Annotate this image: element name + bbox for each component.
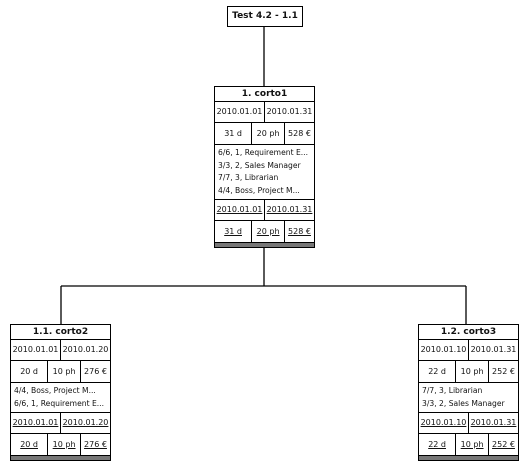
planned-cost: 252 € (488, 361, 518, 382)
planned-duration: 31 d (224, 129, 242, 138)
actual-start: 2010.01.01 (12, 418, 59, 427)
task-node-corto2[interactable]: 1.1. corto2 2010.01.01 2010.01.20 20 d 1… (10, 324, 111, 461)
actual-dates-row: 2010.01.10 2010.01.31 (419, 413, 518, 434)
planned-duration: 22 d (428, 367, 446, 376)
actual-start-cell: 2010.01.01 (11, 413, 60, 433)
node-footer-bar (419, 456, 518, 460)
resource-list: 6/6, 1, Requirement E... 3/3, 2, Sales M… (215, 145, 314, 200)
planned-dates-row: 2010.01.10 2010.01.31 (419, 340, 518, 361)
actual-start-cell: 2010.01.10 (419, 413, 468, 433)
actual-stats-row: 20 d 10 ph 276 € (11, 434, 110, 456)
root-title: Test 4.2 - 1.1 (232, 11, 298, 21)
planned-stats-row: 20 d 10 ph 276 € (11, 361, 110, 383)
resource-item: 7/7, 3, Librarian (218, 173, 279, 182)
actual-cost: 252 € (492, 440, 515, 449)
planned-cost: 276 € (80, 361, 110, 382)
actual-duration: 22 d (428, 440, 446, 449)
actual-dates-row: 2010.01.01 2010.01.20 (11, 413, 110, 434)
actual-duration-cell: 20 d (11, 434, 47, 455)
actual-work-cell: 10 ph (47, 434, 80, 455)
planned-work: 10 ph (47, 361, 80, 382)
task-title: 1.2. corto3 (419, 325, 518, 340)
actual-work: 10 ph (52, 440, 76, 449)
planned-end: 2010.01.31 (264, 102, 314, 122)
actual-end-cell: 2010.01.20 (60, 413, 110, 433)
actual-cost-cell: 276 € (80, 434, 110, 455)
actual-cost-cell: 528 € (284, 221, 314, 242)
resource-item: 7/7, 3, Librarian (422, 386, 483, 395)
resource-list: 4/4, Boss, Project M... 6/6, 1, Requirem… (11, 383, 110, 413)
planned-stats-row: 22 d 10 ph 252 € (419, 361, 518, 383)
actual-dates-row: 2010.01.01 2010.01.31 (215, 200, 314, 221)
resource-item: 4/4, Boss, Project M... (14, 386, 96, 395)
actual-work-cell: 10 ph (455, 434, 488, 455)
planned-work: 10 ph (455, 361, 488, 382)
task-node-corto3[interactable]: 1.2. corto3 2010.01.10 2010.01.31 22 d 1… (418, 324, 519, 461)
actual-duration: 20 d (20, 440, 38, 449)
resource-list: 7/7, 3, Librarian 3/3, 2, Sales Manager (419, 383, 518, 413)
actual-end: 2010.01.20 (62, 418, 109, 427)
actual-start: 2010.01.10 (420, 418, 467, 427)
node-footer-bar (215, 243, 314, 247)
planned-stats-row: 31 d 20 ph 528 € (215, 123, 314, 145)
actual-duration: 31 d (224, 227, 242, 236)
actual-end: 2010.01.31 (470, 418, 517, 427)
planned-work: 20 ph (251, 123, 284, 144)
actual-cost: 528 € (288, 227, 311, 236)
planned-dates-row: 2010.01.01 2010.01.31 (215, 102, 314, 123)
actual-start-cell: 2010.01.01 (215, 200, 264, 220)
actual-duration-cell: 31 d (215, 221, 251, 242)
actual-stats-row: 22 d 10 ph 252 € (419, 434, 518, 456)
resource-item: 3/3, 2, Sales Manager (422, 398, 505, 408)
resource-item: 6/6, 1, Requirement E... (14, 398, 104, 408)
planned-start: 2010.01.01 (12, 345, 59, 354)
actual-end-cell: 2010.01.31 (264, 200, 314, 220)
planned-end: 2010.01.31 (468, 340, 518, 360)
task-title: 1.1. corto2 (11, 325, 110, 340)
planned-duration: 20 d (20, 367, 38, 376)
actual-work: 10 ph (460, 440, 484, 449)
actual-work: 20 ph (256, 227, 280, 236)
resource-item: 6/6, 1, Requirement E... (218, 148, 308, 157)
actual-cost: 276 € (84, 440, 107, 449)
planned-end: 2010.01.20 (60, 340, 110, 360)
task-title: 1. corto1 (215, 87, 314, 102)
actual-end: 2010.01.31 (266, 205, 313, 214)
actual-start: 2010.01.01 (216, 205, 263, 214)
planned-dates-row: 2010.01.01 2010.01.20 (11, 340, 110, 361)
task-node-corto1[interactable]: 1. corto1 2010.01.01 2010.01.31 31 d 20 … (214, 86, 315, 248)
actual-duration-cell: 22 d (419, 434, 455, 455)
actual-stats-row: 31 d 20 ph 528 € (215, 221, 314, 243)
resource-item: 3/3, 2, Sales Manager (218, 160, 301, 170)
node-footer-bar (11, 456, 110, 460)
planned-start: 2010.01.01 (216, 107, 263, 116)
planned-cost: 528 € (284, 123, 314, 144)
actual-cost-cell: 252 € (488, 434, 518, 455)
actual-end-cell: 2010.01.31 (468, 413, 518, 433)
resource-item: 4/4, Boss, Project M... (218, 185, 300, 195)
actual-work-cell: 20 ph (251, 221, 284, 242)
planned-start: 2010.01.10 (420, 345, 467, 354)
root-node[interactable]: Test 4.2 - 1.1 (227, 6, 303, 27)
